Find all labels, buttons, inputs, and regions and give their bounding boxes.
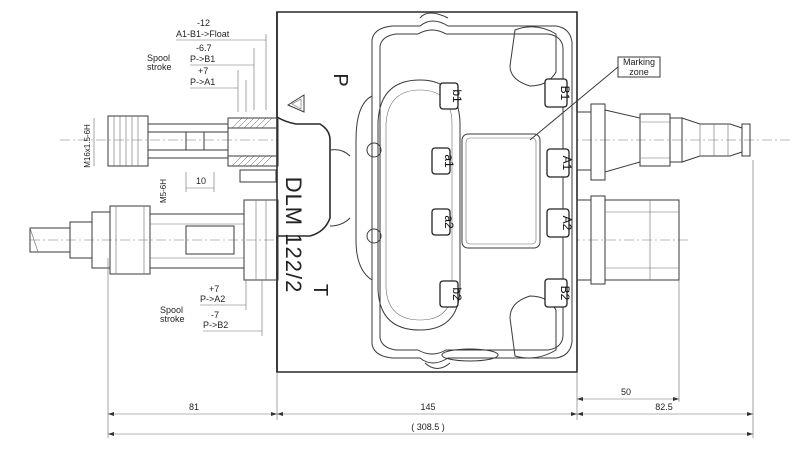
a2-stroke-value: +7 — [209, 284, 219, 294]
small-dim-10: 10 — [196, 176, 206, 186]
port-thread-label: M16x1.5-6H — [83, 124, 92, 168]
spool-top-label-line1: Spool — [147, 53, 170, 63]
port-box-a1 — [546, 148, 570, 178]
spool-top-label-line2: stroke — [147, 62, 172, 72]
right-fitting-lower — [576, 195, 680, 285]
float-stroke-label: A1-B1->Float — [176, 29, 230, 39]
b1-stroke-label: P->B1 — [190, 54, 215, 64]
spool-stroke-top: Spool stroke -12 A1-B1->Float -6.7 P->B1… — [147, 18, 267, 112]
right-fitting-upper — [576, 103, 751, 181]
port-label-a1-inner: a1 — [442, 154, 456, 168]
dim-left: 81 — [189, 402, 199, 412]
marking-zone-callout: Marking zone — [529, 56, 661, 141]
port-label-a2-inner: a2 — [442, 215, 456, 229]
spool-bottom-label-line1: Spool — [160, 305, 183, 315]
thread-labels: M16x1.5-6H M5-6H 10 — [83, 118, 215, 203]
dim-right: 82.5 — [655, 402, 673, 412]
dimension-lines: 50 81 145 82.5 ( 308.5 ) — [107, 160, 754, 438]
port-box-b2-inner — [439, 280, 459, 308]
inner-port-labels: b1 a1 a2 b2 — [431, 82, 464, 308]
valve-body — [276, 11, 578, 373]
port-label-b1: B1 — [558, 86, 572, 101]
b1-stroke-value: -6.7 — [196, 43, 212, 53]
port-box-a1-inner — [431, 147, 451, 175]
a2-stroke-label: P->A2 — [200, 294, 225, 304]
port-label-b2: B2 — [558, 286, 572, 301]
b2-stroke-label: P->B2 — [203, 320, 228, 330]
spool-bottom-label-line2: stroke — [160, 314, 185, 324]
screw-thread-label: M5-6H — [159, 179, 168, 203]
dim-right-upper: 50 — [621, 387, 631, 397]
dim-middle: 145 — [420, 402, 435, 412]
marking-zone-line1: Marking — [623, 57, 655, 67]
left-spool-upper — [107, 115, 279, 183]
port-label-a1: A1 — [560, 156, 574, 171]
pressure-port-label: P — [329, 73, 351, 86]
port-label-b1-inner: b1 — [450, 89, 464, 103]
tank-port-label: T — [309, 284, 331, 296]
spool-stroke-bottom: Spool stroke +7 P->A2 -7 P->B2 — [160, 280, 263, 336]
port-label-b2-inner: b2 — [450, 287, 464, 301]
port-label-a2: A2 — [560, 216, 574, 231]
port-box-b1-inner — [439, 82, 459, 110]
port-box-a2 — [546, 208, 570, 238]
a1-stroke-label: P->A1 — [190, 77, 215, 87]
outer-port-labels: B1 A1 A2 B2 — [544, 78, 574, 308]
marking-zone-line2: zone — [629, 67, 649, 77]
port-box-b1 — [544, 78, 568, 108]
port-box-b2 — [544, 278, 568, 308]
b2-stroke-value: -7 — [211, 310, 219, 320]
model-designation: DLM 122/2 — [281, 177, 306, 294]
a1-stroke-value: +7 — [198, 66, 208, 76]
dim-overall: ( 308.5 ) — [411, 422, 445, 432]
port-box-a2-inner — [431, 208, 451, 236]
float-stroke-value: -12 — [197, 18, 210, 28]
left-spool-lower — [29, 199, 279, 281]
